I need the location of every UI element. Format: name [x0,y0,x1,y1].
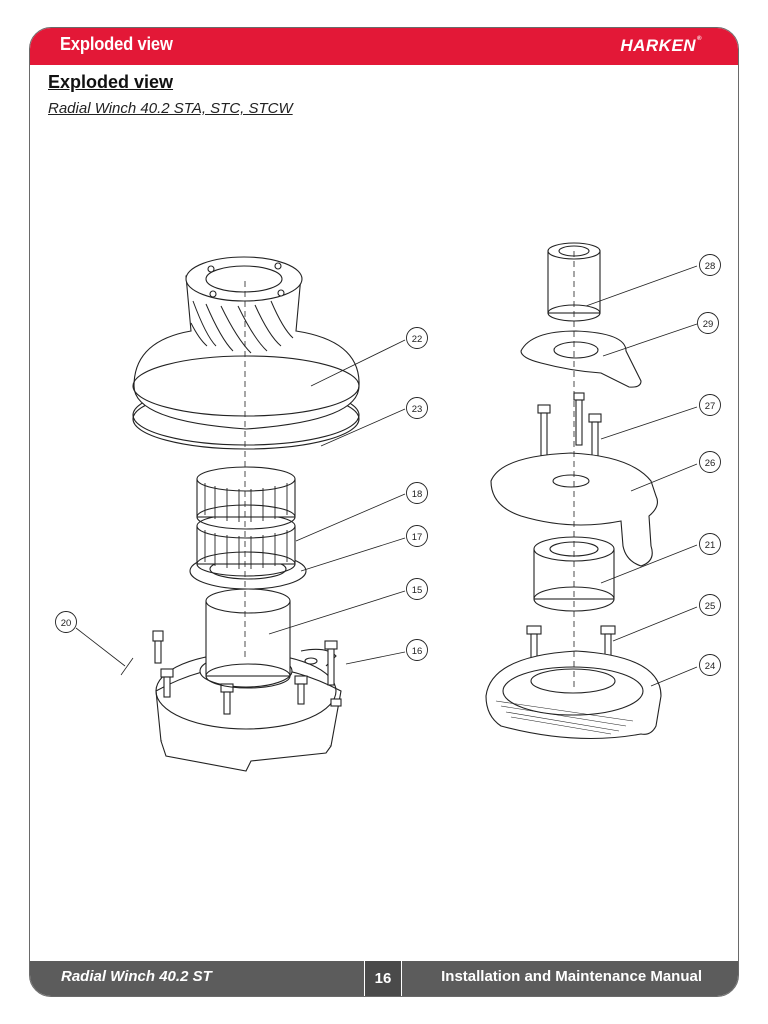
svg-text:16: 16 [412,646,423,657]
page-number: 16 [364,961,402,996]
callout-20: 20 [55,611,77,633]
callout-22: 22 [406,327,428,349]
header-bar: Exploded view HARKEN® [30,28,738,65]
base-plate [485,650,662,739]
exploded-view-diagram: 28 29 22 27 23 26 18 21 17 15 25 20 16 2… [55,242,721,772]
callout-18: 18 [406,482,428,504]
svg-text:18: 18 [412,489,423,500]
svg-text:22: 22 [412,334,423,345]
svg-text:15: 15 [412,585,423,596]
svg-text:29: 29 [703,319,714,330]
callout-28: 28 [699,254,721,276]
callout-16: 16 [406,639,428,661]
callout-17: 17 [406,525,428,547]
header-title: Exploded view [60,34,173,54]
svg-text:24: 24 [705,661,716,672]
brand-logo: HARKEN® [620,36,702,55]
top-plate [520,330,642,388]
svg-text:20: 20 [61,618,72,629]
drum [132,256,360,430]
svg-text:17: 17 [412,532,423,543]
pawl-plate [490,452,658,567]
callout-29: 29 [697,312,719,334]
footer-product-name: Radial Winch 40.2 ST [61,968,212,985]
footer-manual-title: Installation and Maintenance Manual [441,968,702,985]
callout-15: 15 [406,578,428,600]
callout-25: 25 [699,594,721,616]
svg-text:26: 26 [705,458,716,469]
section-title: Exploded view [48,72,174,92]
svg-text:28: 28 [705,261,716,272]
callout-27: 27 [699,394,721,416]
base-bolts [152,630,342,715]
callout-23: 23 [406,397,428,419]
svg-text:23: 23 [412,404,423,415]
section-subtitle: Radial Winch 40.2 STA, STC, STCW [48,100,293,117]
svg-text:25: 25 [705,601,716,612]
callout-21: 21 [699,533,721,555]
roller-bearings [196,466,296,577]
spindle [205,588,291,689]
callout-24: 24 [699,654,721,676]
svg-text:21: 21 [705,540,716,551]
callout-26: 26 [699,451,721,473]
callouts: 28 29 22 27 23 26 18 21 17 15 25 20 16 2… [55,254,721,676]
svg-text:27: 27 [705,401,716,412]
footer-bar: Radial Winch 40.2 ST 16 Installation and… [30,961,738,996]
page-frame: Exploded view HARKEN® Exploded view Radi… [29,27,739,997]
